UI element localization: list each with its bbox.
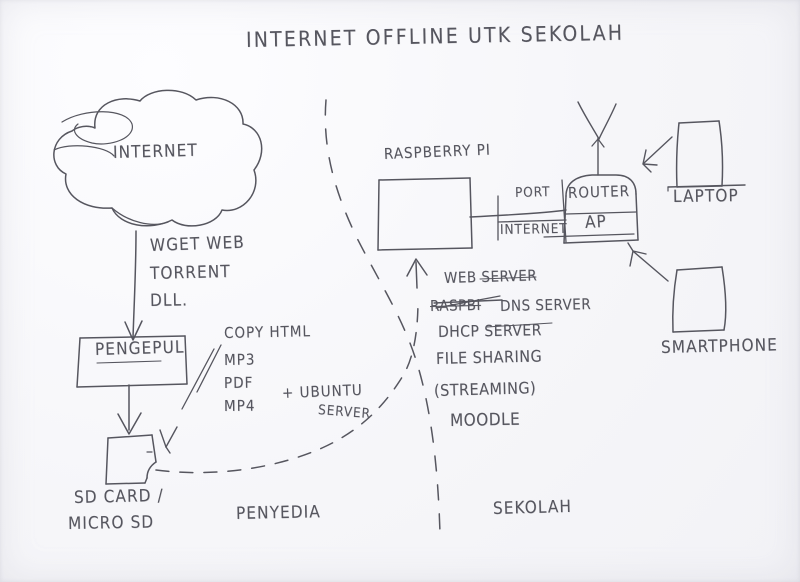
- internet-cloud-shape: [53, 89, 263, 227]
- port-label-line2: INTERNET: [499, 220, 568, 238]
- raspberry-pi-box-shape: [377, 177, 473, 251]
- download-label-line1: WGET WEB: [149, 232, 246, 256]
- router-label-line1: ROUTER: [567, 182, 631, 202]
- arrow-smartphone-to-router: [627, 242, 669, 282]
- internet-cloud-label: INTERNET: [112, 140, 199, 163]
- ubuntu-label-line1: + UBUNTU: [281, 380, 364, 402]
- copy-label-line4: MP4: [223, 396, 256, 415]
- download-label-line2: TORRENT: [149, 262, 231, 284]
- service-item-raspbi: RASPBI: [429, 295, 482, 315]
- service-item-moodle: MOODLE: [449, 409, 521, 431]
- zone-divider: [324, 99, 441, 535]
- service-item-web-server: WEB SERVER: [443, 266, 538, 287]
- pengepul-box-label: PENGEPUL: [94, 337, 185, 360]
- arrow-laptop-to-router: [642, 136, 673, 173]
- service-item-streaming: (STREAMING): [433, 378, 537, 400]
- copy-label-line2: MP3: [223, 350, 256, 369]
- router-label-line2: AP: [584, 211, 608, 233]
- pengepul-box-shape: [76, 335, 188, 388]
- smartphone-shape: [672, 266, 727, 333]
- sd-card-label-line2: MICRO SD: [67, 512, 155, 534]
- zone-label-penyedia: PENYEDIA: [235, 502, 322, 524]
- router-box-shape: [543, 174, 639, 244]
- cable-pi-to-router: [469, 179, 567, 243]
- laptop-shape: [667, 120, 746, 192]
- port-label-line1: PORT: [514, 184, 551, 201]
- copy-list-leader-lines: [181, 344, 222, 410]
- laptop-label: LAPTOP: [672, 186, 739, 207]
- download-label-line3: DLL.: [149, 290, 189, 311]
- server-word-retrace: [479, 276, 553, 328]
- raspbi-strikethrough: [433, 295, 503, 309]
- dashed-transfer-path: [155, 299, 419, 474]
- arrow-internet-to-pengepul: [124, 230, 143, 341]
- copy-label-line1: COPY HTML: [223, 322, 312, 342]
- router-antenna-icon: [577, 101, 617, 176]
- copy-label-line3: PDF: [223, 373, 254, 392]
- sd-card-label-line1: SD CARD /: [73, 485, 164, 508]
- arrow-pengepul-to-sdcard: [117, 384, 142, 435]
- service-item-file-sharing: FILE SHARING: [435, 346, 543, 368]
- service-item-dns-server: DNS SERVER: [499, 295, 592, 315]
- service-item-dhcp-server: DHCP SERVER: [437, 321, 542, 341]
- sd-card-shape: [105, 434, 157, 485]
- sdcard-side-tick: [159, 426, 178, 454]
- arrow-to-raspberry-pi: [406, 258, 428, 289]
- zone-label-sekolah: SEKOLAH: [492, 496, 573, 519]
- smartphone-label: SMARTPHONE: [660, 335, 779, 358]
